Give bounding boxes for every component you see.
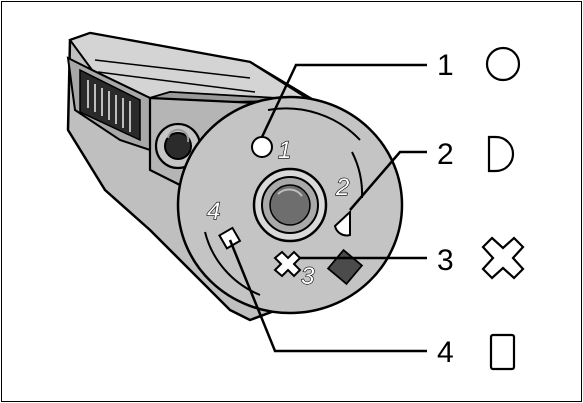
- dial-label-2: 2: [335, 174, 349, 201]
- dial-rectangle-icon: [218, 226, 242, 250]
- dial-label-3: 3: [301, 263, 315, 290]
- callout-number-4: 4: [437, 336, 454, 369]
- callout-number-1: 1: [437, 49, 454, 82]
- connector-pins: [66, 56, 151, 152]
- circle-icon: [485, 46, 521, 82]
- dial-half-moon-icon: [333, 209, 351, 237]
- rectangle-icon: [489, 333, 516, 371]
- dial-symbols: [218, 136, 351, 278]
- callout-symbols: [481, 46, 525, 371]
- dial-labels: 1 2 3 4: [206, 136, 350, 290]
- leader-line-4: [228, 239, 427, 353]
- callout-number-2: 2: [437, 138, 454, 171]
- callout-number-3: 3: [437, 244, 454, 277]
- dial-circle-icon: [251, 136, 273, 158]
- leader-line-2: [349, 150, 427, 211]
- leader-line-1: [260, 63, 427, 138]
- half-moon-icon: [487, 135, 515, 173]
- dial-label-4: 4: [207, 198, 220, 225]
- leader-lines: [228, 63, 427, 353]
- cross-icon: [481, 236, 525, 280]
- dial-cross-icon: [273, 250, 302, 278]
- callout-numbers: 1 2 3 4: [437, 49, 454, 369]
- dial-label-1: 1: [278, 137, 291, 164]
